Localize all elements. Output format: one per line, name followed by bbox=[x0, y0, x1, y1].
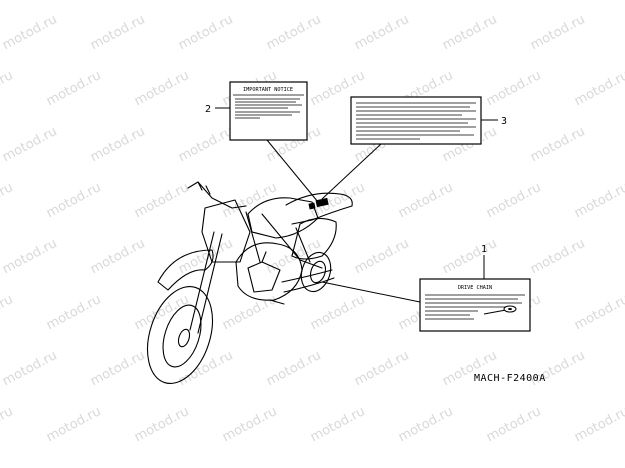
rear-wheel-inner bbox=[309, 260, 327, 284]
seat bbox=[285, 192, 353, 225]
front-wheel-outer bbox=[147, 286, 213, 384]
notice-text-lines bbox=[235, 98, 302, 119]
callout-number-2: 2 bbox=[205, 104, 211, 115]
notice-label-title: IMPORTANT NOTICE bbox=[243, 87, 293, 93]
number-plate bbox=[201, 199, 251, 263]
callout-number-3: 3 bbox=[501, 116, 507, 127]
chain-text-lines bbox=[425, 294, 525, 320]
label-3-warning bbox=[350, 96, 482, 145]
leader-chain-to-bike bbox=[321, 281, 421, 303]
diagram-code: MACH-F2400A bbox=[474, 373, 546, 384]
front-wheel-inner bbox=[162, 304, 202, 368]
callout-number-1: 1 bbox=[481, 244, 487, 255]
side-panel bbox=[291, 217, 337, 260]
label-3-border bbox=[350, 96, 482, 145]
fuel-tank bbox=[247, 197, 319, 239]
handlebar bbox=[187, 181, 247, 209]
chain-label-border bbox=[419, 278, 531, 332]
footpeg bbox=[269, 299, 285, 305]
front-fender bbox=[157, 249, 214, 291]
swingarm bbox=[281, 269, 335, 293]
label-important-notice: IMPORTANT NOTICE bbox=[229, 81, 308, 141]
label-drive-chain: DRIVE CHAIN bbox=[419, 278, 531, 332]
chain-label-title: DRIVE CHAIN bbox=[458, 285, 492, 291]
rear-shock bbox=[295, 227, 311, 263]
label-3-text-lines bbox=[356, 102, 476, 140]
motorcycle-drawing bbox=[147, 181, 353, 384]
engine bbox=[235, 242, 303, 301]
front-hub bbox=[177, 328, 191, 348]
leader-label3-to-bike bbox=[321, 143, 382, 200]
notice-label-border bbox=[229, 81, 308, 141]
frame bbox=[245, 211, 323, 269]
rear-wheel-outer bbox=[300, 251, 332, 293]
engine-detail bbox=[247, 251, 281, 293]
chain-adjuster-icon bbox=[483, 305, 517, 315]
leader-notice-to-bike bbox=[266, 139, 319, 203]
side-label-spot bbox=[308, 202, 316, 210]
leader-lines bbox=[215, 107, 498, 303]
front-forks bbox=[189, 231, 223, 334]
seat-label-spot bbox=[315, 197, 329, 208]
